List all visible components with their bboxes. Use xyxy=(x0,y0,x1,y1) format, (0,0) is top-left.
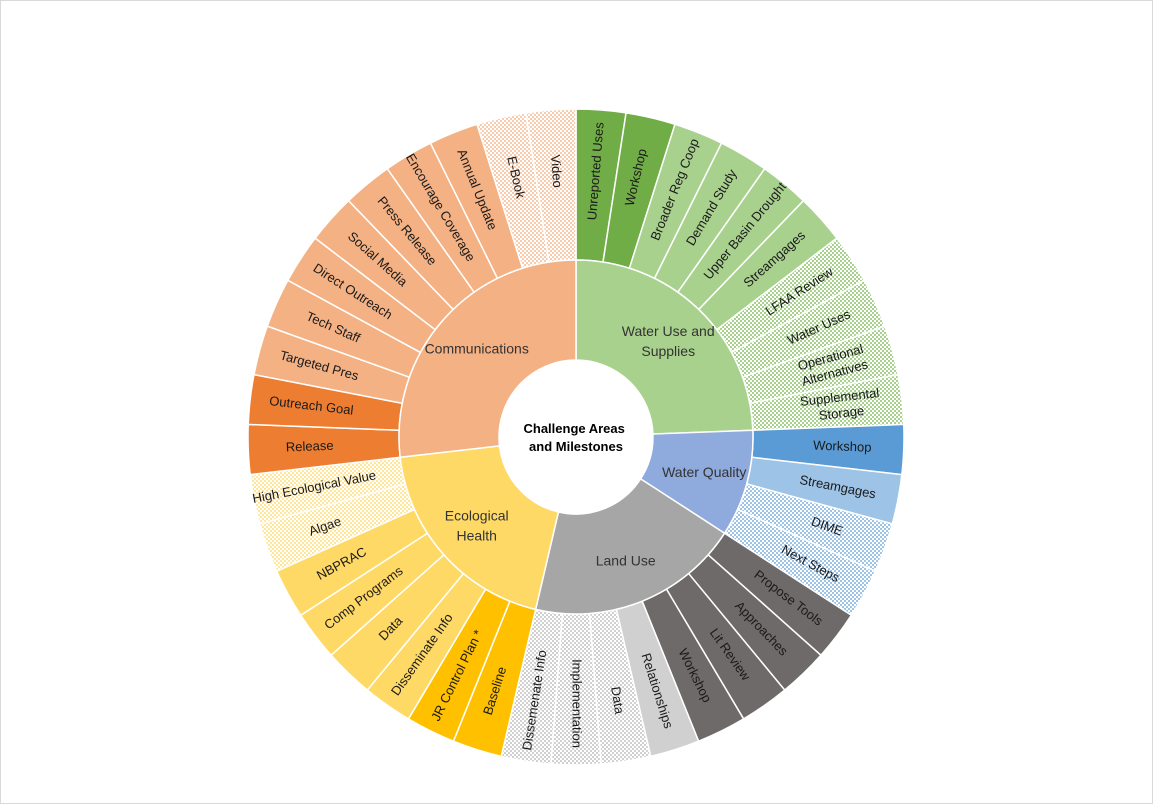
label-communications-release: Release xyxy=(286,438,334,455)
center-title-line-2: and Milestones xyxy=(529,439,623,454)
center-hole xyxy=(499,360,653,514)
label-line: Storage xyxy=(818,403,865,423)
center-title: Challenge Areas and Milestones xyxy=(523,421,628,454)
category-label-line: Supplies xyxy=(641,343,695,359)
category-label-line: Communications xyxy=(425,341,529,357)
category-label-communications: Communications xyxy=(425,341,529,357)
label-land-use-implementation: Implementation xyxy=(570,659,585,748)
category-label-line: Health xyxy=(456,527,496,543)
category-label-land-use: Land Use xyxy=(596,552,656,568)
category-label-line: Water Quality xyxy=(662,464,746,480)
category-label-line: Ecological xyxy=(445,507,509,523)
label-land-use-data: Data xyxy=(608,685,627,715)
category-label-line: Land Use xyxy=(596,552,656,568)
label-water-quality-workshop: Workshop xyxy=(813,438,872,455)
category-label-line: Water Use and xyxy=(622,323,715,339)
center-title-line-1: Challenge Areas xyxy=(523,421,624,436)
category-label-water-quality: Water Quality xyxy=(662,464,746,480)
label-communications-video: Video xyxy=(548,154,565,188)
